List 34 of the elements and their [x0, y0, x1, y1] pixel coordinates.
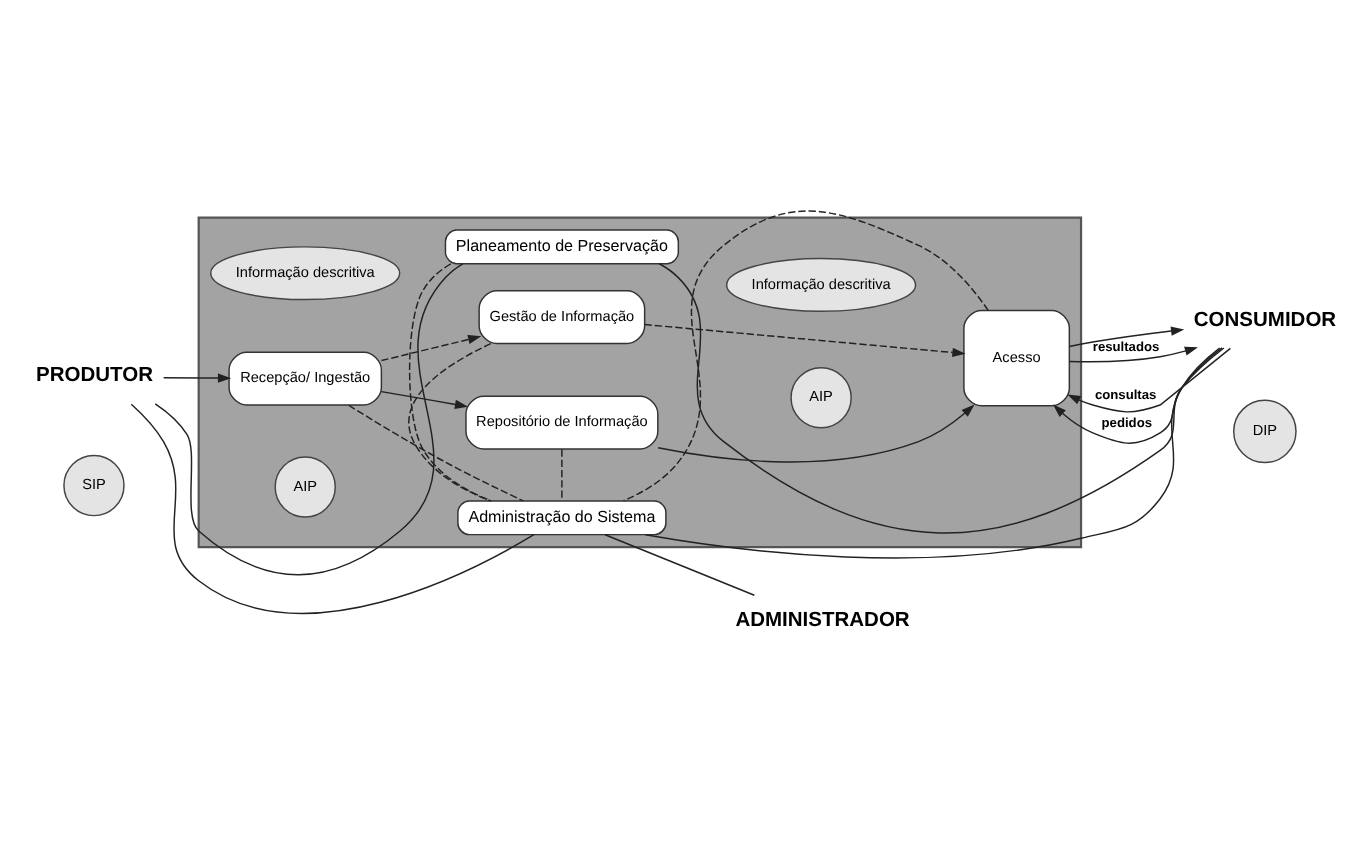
node-circle: AIP	[274, 455, 336, 517]
connector	[604, 533, 756, 595]
connector	[622, 209, 989, 501]
arrow	[380, 333, 482, 361]
connector	[408, 262, 492, 501]
arrow	[380, 389, 469, 408]
connector	[130, 402, 535, 613]
node-circle: AIP	[790, 365, 852, 428]
arrow	[162, 372, 232, 382]
node-box: Repositório de Informação	[465, 394, 659, 449]
node-text: ADMINISTRADOR	[735, 608, 910, 631]
node-ellipse: Informação descritiva	[725, 256, 917, 312]
connector	[644, 346, 1221, 558]
node-circle: DIP	[1233, 398, 1297, 463]
connector	[347, 403, 524, 501]
node-ellipse: Informação descritiva	[210, 245, 401, 300]
arrow	[1053, 346, 1225, 443]
connector	[154, 262, 464, 575]
node-box: Administração do Sistema	[457, 499, 667, 535]
arrow	[1069, 345, 1198, 362]
node-text: PRODUTOR	[36, 364, 154, 387]
connector	[561, 447, 563, 501]
arrow	[1068, 325, 1185, 347]
connector	[408, 341, 492, 501]
node-text: CONSUMIDOR	[1193, 308, 1337, 331]
connector	[658, 262, 1223, 533]
node-box: Gestão de Informação	[478, 289, 646, 344]
node-box: Acesso	[963, 308, 1071, 406]
node-box: Planeamento de Preservação	[444, 228, 680, 264]
arrow	[657, 403, 975, 462]
node-box: Recepção/ Ingestão	[228, 350, 383, 405]
node-circle: SIP	[63, 453, 125, 516]
arrow	[1067, 346, 1232, 412]
arrow	[643, 322, 966, 357]
